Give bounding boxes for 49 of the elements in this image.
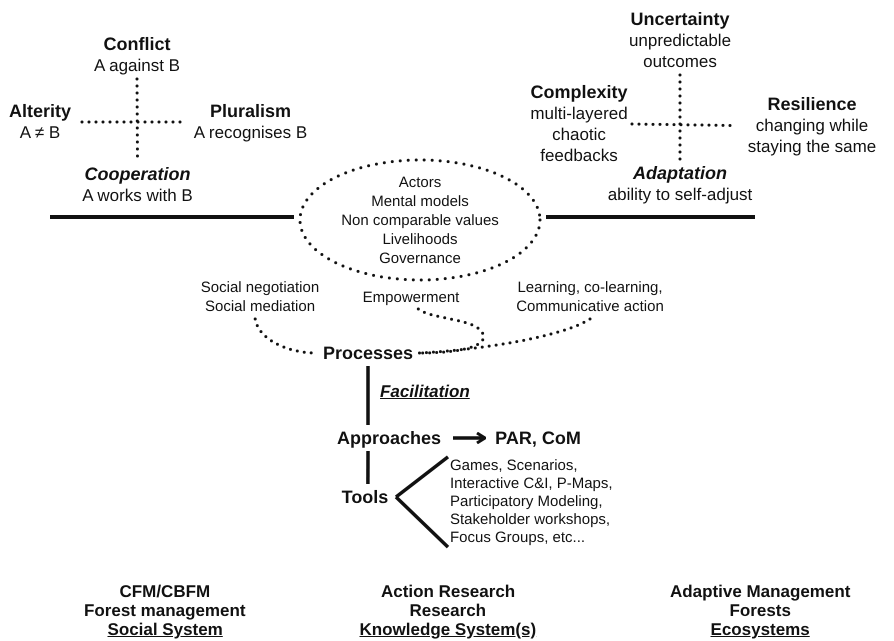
column-heading: Action Research — [381, 582, 516, 601]
dotted-connector — [630, 122, 732, 127]
list-item-text: Governance — [379, 248, 461, 268]
description-text: unpredictable outcomes — [628, 30, 732, 72]
column-heading: Adaptive Management — [670, 582, 850, 601]
list-item-text: Mental models — [371, 192, 469, 210]
column-heading: Forests — [730, 601, 791, 620]
column-heading: Knowledge System(s) — [360, 620, 536, 639]
column-heading: Social System — [108, 620, 223, 639]
connector-line — [366, 451, 370, 484]
heading-text: Complexity — [530, 82, 628, 103]
column-heading: CFM/CBFM — [120, 582, 210, 601]
heading-text: Resilience — [767, 94, 857, 115]
dotted-connector — [678, 74, 682, 162]
connector-line — [394, 456, 450, 498]
process-text: Social negotiation — [200, 278, 320, 297]
tool-list-text: Games, Scenarios, Interactive C&I, P-Maps, Participatory Modeling, Stakeholder workshops, Focus Groups, etc... — [450, 457, 614, 547]
description-text: A ≠ B — [20, 122, 60, 143]
process-text: Learning, co-learning, Communicative action — [515, 278, 665, 316]
heading-text: Adaptation — [633, 163, 727, 184]
stage-label: PAR, CoM — [495, 428, 581, 448]
stage-label: Tools — [342, 486, 388, 508]
column-heading: Forest management — [84, 601, 246, 620]
dotted-connector — [418, 318, 592, 354]
connector-line — [366, 366, 370, 425]
description-text: multi-layered chaotic feedbacks — [529, 103, 629, 166]
list-item-text: Actors — [398, 172, 442, 192]
description-text: ability to self-adjust — [608, 184, 752, 205]
heading-text: Pluralism — [210, 101, 292, 122]
process-text: Empowerment — [362, 288, 460, 307]
list-item-text: Non comparable values — [341, 210, 499, 230]
list-item-text: Livelihoods — [382, 230, 458, 248]
column-heading: Ecosystems — [710, 620, 810, 639]
heading-text: Uncertainty — [630, 9, 730, 30]
stage-label: Approaches — [336, 428, 442, 448]
process-text: Social mediation — [204, 297, 316, 316]
column-heading: Research — [410, 601, 486, 620]
heading-text: Cooperation — [84, 164, 190, 185]
stage-label: Processes — [322, 342, 414, 364]
arrow — [453, 432, 486, 444]
description-text: A recognises B — [194, 122, 308, 143]
heading-text: Alterity — [8, 101, 71, 122]
dotted-connector — [416, 308, 485, 354]
description-text: A against B — [94, 55, 180, 76]
description-text: A works with B — [82, 185, 193, 206]
connector-line — [394, 496, 450, 548]
annotation-text: Facilitation — [380, 382, 470, 401]
heading-text: Conflict — [104, 34, 170, 55]
description-text: changing while staying the same — [746, 115, 878, 157]
